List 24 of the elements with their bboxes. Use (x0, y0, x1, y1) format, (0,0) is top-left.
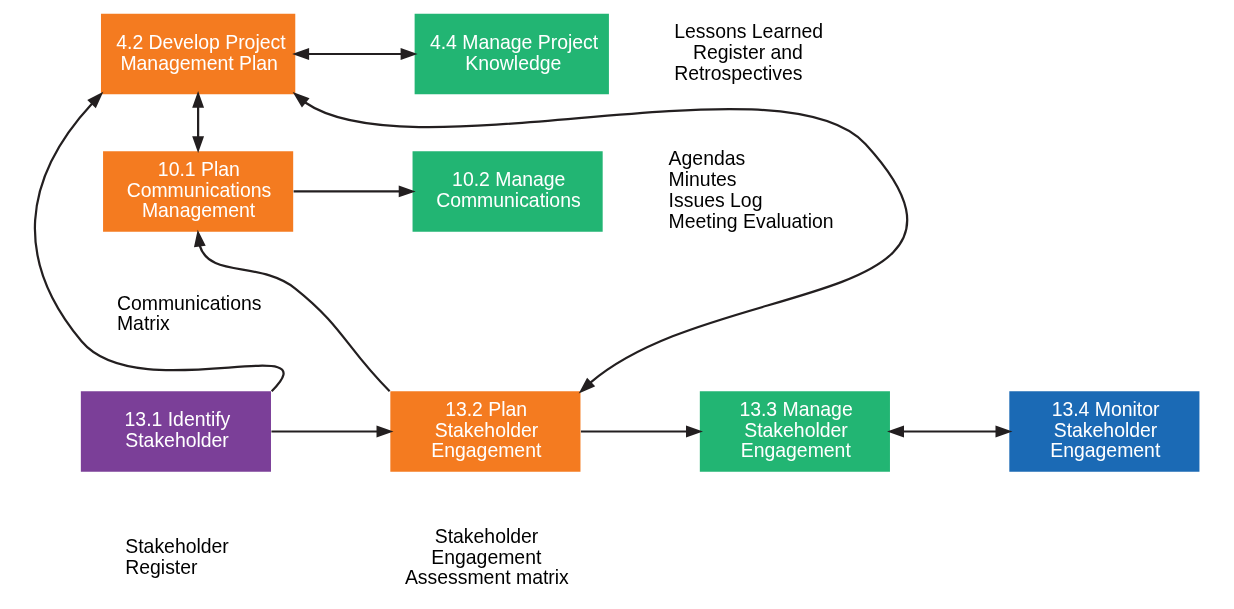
node-label: Lessons Learned Register and Retrospectives (674, 20, 824, 84)
node-box: 13.3 Manage Stakeholder Engagement (699, 391, 890, 472)
arrow (292, 48, 418, 60)
node-box: 13.2 Plan Stakeholder Engagement (390, 391, 581, 472)
arrow (271, 425, 394, 438)
node-box: 10.1 Plan Communications Management (103, 151, 294, 232)
node-label: Issues Log (668, 188, 763, 211)
node-label: Minutes (668, 168, 737, 191)
node-box: 4.2 Develop Project Management Plan (100, 13, 296, 95)
arrow (193, 229, 391, 392)
arrow (887, 425, 1013, 438)
node-label: Stakeholder Register (125, 535, 229, 579)
node-box: 13.4 Monitor Stakeholder Engagement (1009, 391, 1200, 472)
node-box: 13.1 Identify Stakeholder (80, 391, 271, 472)
arrow (192, 90, 205, 154)
arrow (292, 92, 907, 394)
node-label: Communications Matrix (116, 291, 262, 335)
node-box: 10.2 Manage Communications (412, 151, 603, 232)
arrow (580, 425, 703, 438)
node-label: Agendas (668, 147, 746, 170)
node-label: Stakeholder Engagement Assessment matrix (404, 524, 569, 589)
node-box: 4.4 Manage Project Knowledge (414, 13, 609, 95)
arrow (293, 185, 416, 198)
arrow (34, 91, 284, 392)
